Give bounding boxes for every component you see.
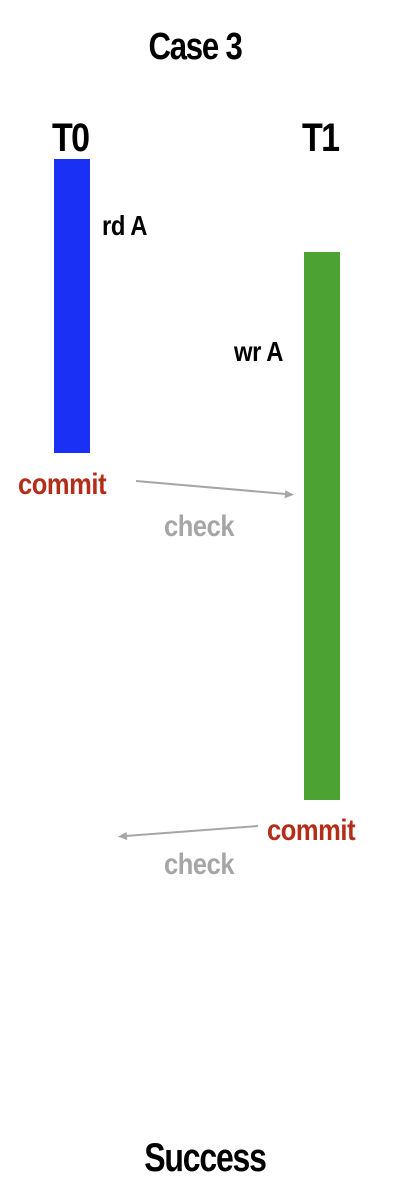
transaction-t0-label: T0: [52, 116, 90, 160]
diagram-title: Case 3: [148, 26, 242, 68]
t0-check-arrow: [135, 480, 294, 499]
t0-commit-label: commit: [18, 468, 107, 501]
t0-check-label: check: [164, 510, 235, 543]
result-label: Success: [144, 1136, 267, 1180]
t1-check-arrow: [118, 825, 259, 840]
transaction-t1-bar: [304, 252, 340, 800]
transaction-t0-bar: [54, 159, 90, 453]
t1-commit-label: commit: [267, 814, 356, 847]
t0-operation-label: rd A: [102, 210, 148, 241]
t1-check-label: check: [164, 848, 235, 881]
transaction-t1-label: T1: [302, 116, 340, 160]
t1-operation-label: wr A: [234, 336, 283, 367]
